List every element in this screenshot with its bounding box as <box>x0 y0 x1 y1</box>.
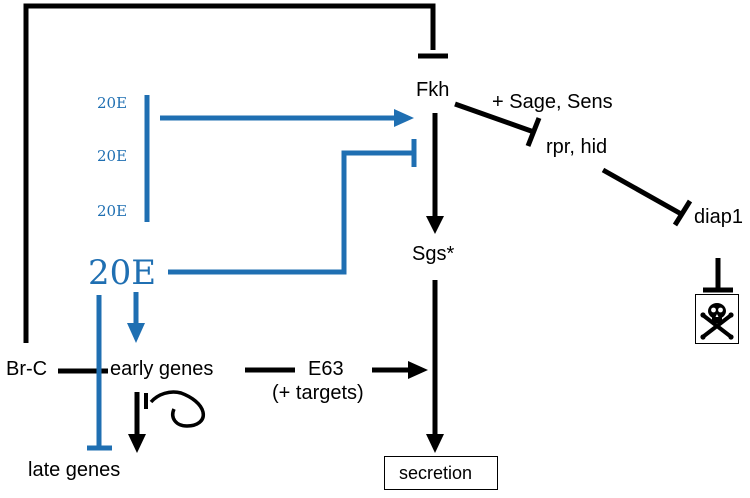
late-genes-label: late genes <box>28 459 121 481</box>
sage-sens-label: + Sage, Sens <box>492 91 613 113</box>
autoreg-loop <box>149 390 206 428</box>
early-genes-label: early genes <box>110 358 214 380</box>
rpr-to-diap1-edge <box>601 167 685 218</box>
ecdysone-label-3: 20E <box>97 202 128 220</box>
death-box <box>695 294 739 344</box>
brc-label: Br-C <box>6 358 48 380</box>
ecdysone-label-1: 20E <box>97 94 128 112</box>
e63-label: E63 <box>308 358 344 380</box>
ecdysone-label-main: 20E <box>88 253 157 293</box>
diap1-label: diap1 <box>694 206 743 228</box>
fkh-to-rpr-bar <box>525 117 542 147</box>
ecdysone-label-2: 20E <box>97 147 128 165</box>
sgs-to-secretion-head <box>426 434 444 453</box>
rpr-hid-label: rpr, hid <box>546 136 608 158</box>
sgs-label: Sgs* <box>412 243 455 265</box>
fkh-label: Fkh <box>416 79 450 101</box>
e63-arrow-head <box>408 361 428 379</box>
early-to-late-head <box>128 434 146 453</box>
skull-and-crossbones-icon <box>700 303 734 340</box>
small-20e-to-fkh-head <box>394 109 414 127</box>
big-20e-to-fkh-edge <box>168 150 412 275</box>
secretion-box: secretion <box>384 456 498 490</box>
fkh-to-rpr-edge <box>454 101 535 135</box>
secretion-label: secretion <box>399 463 473 483</box>
targets-label: (+ targets) <box>272 382 364 404</box>
big-20e-to-early-head <box>127 323 145 343</box>
fkh-to-sgs-head <box>426 216 444 234</box>
rpr-to-diap1-bar <box>672 199 693 227</box>
brc-to-fkh-edge <box>23 3 436 343</box>
